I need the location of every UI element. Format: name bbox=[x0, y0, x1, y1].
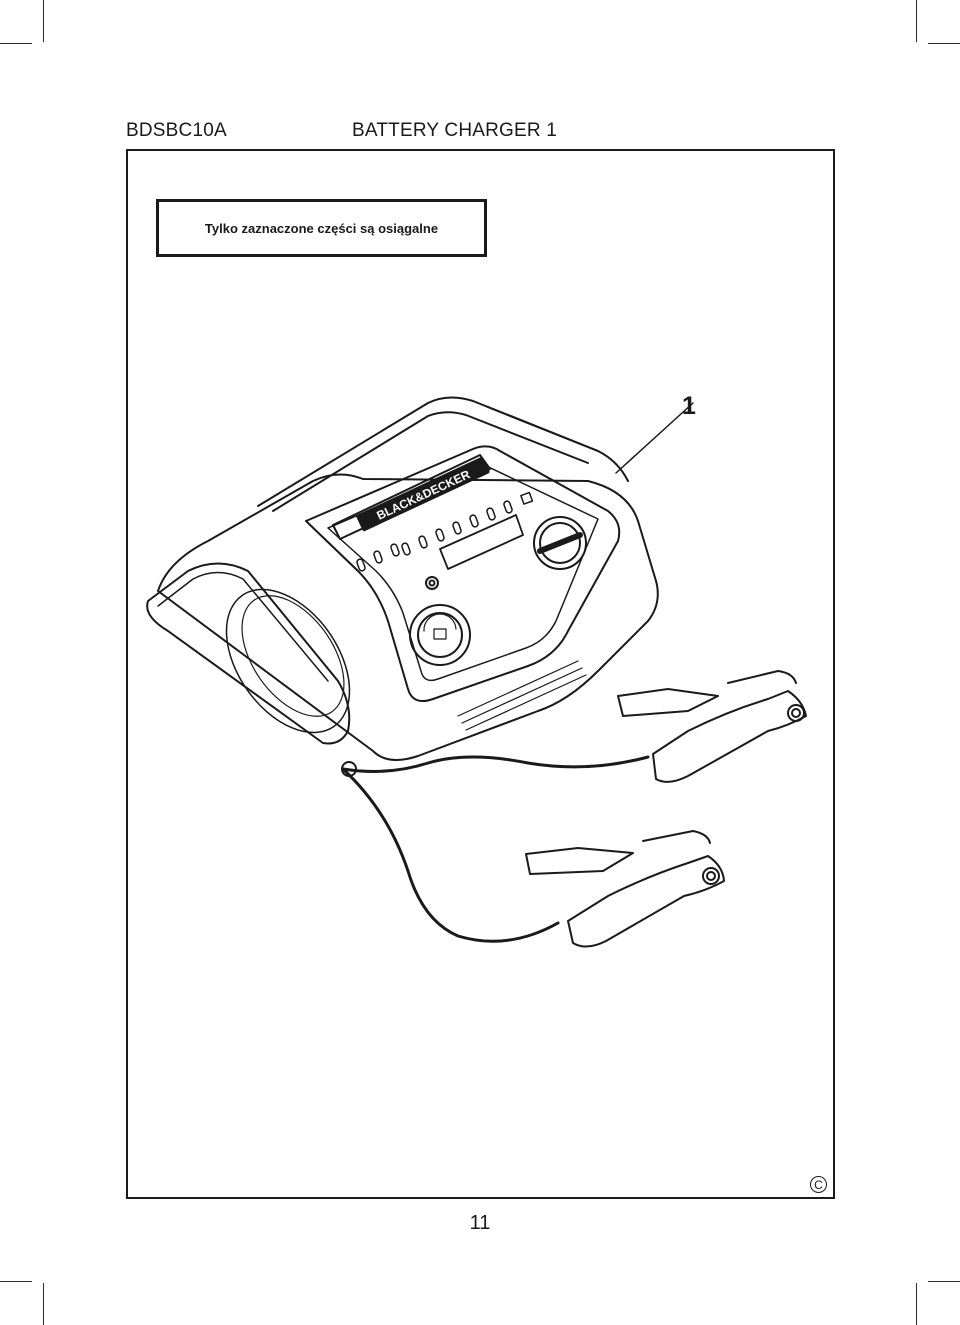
battery-charger-illustration: BLACK&DECKER bbox=[146, 396, 807, 948]
availability-notice-text: Tylko zaznaczone części są osiągalne bbox=[204, 220, 439, 236]
crop-mark-bottom-left-vertical bbox=[43, 1283, 44, 1325]
drawing-frame bbox=[126, 149, 835, 1199]
crop-mark-bottom-right-horizontal bbox=[928, 1281, 960, 1282]
part-callout-number: 1 bbox=[682, 392, 696, 420]
clamp-upper bbox=[617, 670, 807, 783]
document-title: BATTERY CHARGER 1 bbox=[352, 120, 558, 141]
clamp-lower bbox=[525, 830, 725, 948]
model-number: BDSBC10A bbox=[126, 120, 227, 141]
crop-mark-top-right-horizontal bbox=[928, 43, 960, 44]
crop-mark-top-left-vertical bbox=[43, 0, 44, 42]
crop-mark-bottom-left-horizontal bbox=[0, 1281, 32, 1282]
crop-mark-bottom-right-vertical bbox=[916, 1283, 917, 1325]
svg-text:BLACK&DECKER: BLACK&DECKER bbox=[374, 467, 472, 523]
crop-mark-top-left-horizontal bbox=[0, 43, 32, 44]
crop-mark-top-right-vertical bbox=[916, 0, 917, 42]
availability-notice-box: Tylko zaznaczone części są osiągalne bbox=[156, 199, 487, 257]
copyright-icon: C bbox=[810, 1176, 827, 1193]
page-number: 11 bbox=[469, 1212, 491, 1234]
